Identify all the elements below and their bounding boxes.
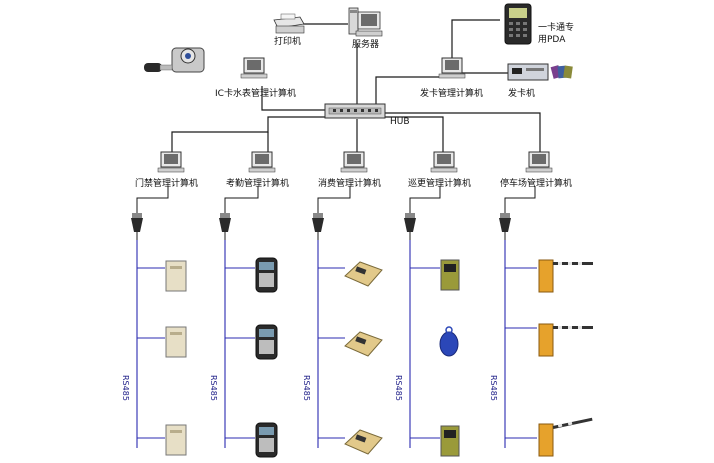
parking-barrier [538, 417, 593, 457]
computer-icon [525, 151, 553, 173]
consumption-terminal [344, 429, 383, 455]
rs485-label: RS485 [209, 375, 218, 401]
consume-pc-label: 消费管理计算机 [318, 179, 382, 189]
ic-meter-pc-label: IC卡水表管理计算机 [215, 89, 296, 99]
attendance-pc-label: 考勤管理计算机 [226, 179, 290, 189]
pc-converter-links [136, 186, 536, 205]
patrol-pc-label: 巡更管理计算机 [408, 179, 472, 189]
computer-icon [430, 151, 458, 173]
converter-icon [219, 205, 231, 232]
computer-icon [438, 57, 466, 79]
bus-converters [131, 205, 511, 232]
converter-links [136, 232, 506, 240]
pda-device [504, 3, 532, 45]
access-reader [165, 260, 187, 292]
attendance-terminal [255, 324, 278, 360]
patrol-tag-icon [439, 326, 459, 357]
converter-icon [404, 205, 416, 232]
parking-barriers [538, 259, 593, 457]
rs485-buses [136, 240, 537, 448]
consumption-terminal [344, 331, 383, 357]
computer-icon [157, 151, 185, 173]
server-label: 服务器 [352, 40, 380, 50]
parking-barrier [538, 323, 593, 357]
parking-barrier [538, 259, 593, 293]
hub-device [324, 103, 386, 119]
management-computers [157, 57, 553, 173]
attendance-terminal [255, 422, 278, 458]
access-pc-label: 门禁管理计算机 [135, 179, 199, 189]
patrol-reader [440, 425, 460, 457]
ic-water-meter [144, 47, 205, 73]
access-reader [165, 326, 187, 358]
access-reader [165, 424, 187, 456]
pda-label-line2: 用PDA [538, 35, 566, 45]
pda-label-line1: 一卡通专 [538, 23, 575, 33]
attendance-terminal [255, 257, 278, 293]
card-issue-pc-label: 发卡管理计算机 [420, 89, 484, 99]
converter-icon [499, 205, 511, 232]
printer-label: 打印机 [274, 37, 302, 47]
rs485-label: RS485 [121, 375, 130, 401]
computer-icon [340, 151, 368, 173]
converter-icon [312, 205, 324, 232]
card-issuer-device [507, 63, 573, 81]
consumption-terminal [344, 261, 383, 287]
rs485-label: RS485 [302, 375, 311, 401]
attendance-terminals [255, 257, 278, 458]
converter-icon [131, 205, 143, 232]
rs485-label: RS485 [489, 375, 498, 401]
access-readers [165, 260, 187, 456]
patrol-devices [439, 259, 460, 457]
computer-icon [248, 151, 276, 173]
consumption-terminals [344, 261, 383, 455]
server-computer [348, 7, 383, 37]
rs485-label: RS485 [394, 375, 403, 401]
card-issuer-label: 发卡机 [508, 89, 536, 99]
printer-device [273, 13, 305, 34]
hub-label: HUB [390, 117, 410, 127]
patrol-reader [440, 259, 460, 291]
parking-pc-label: 停车场管理计算机 [500, 179, 573, 189]
computer-icon [240, 57, 268, 79]
